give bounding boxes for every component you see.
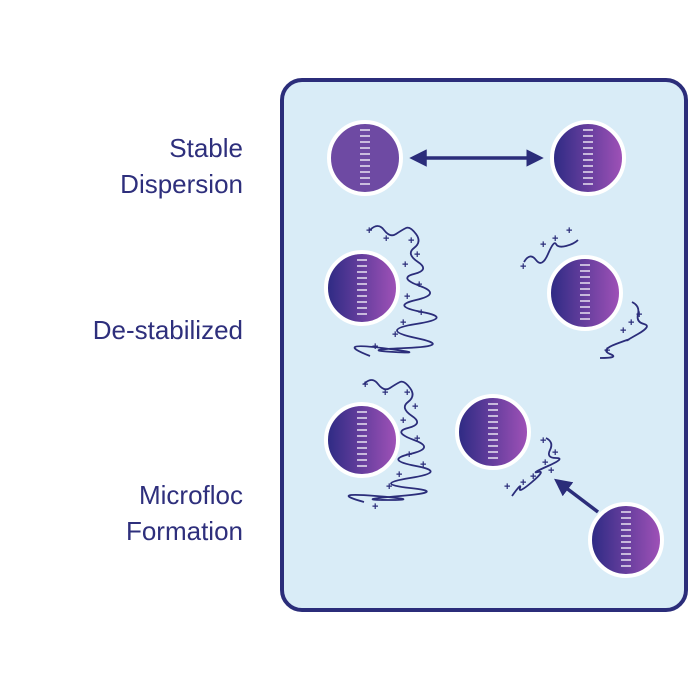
particle-stable-left	[327, 120, 403, 196]
svg-text:+: +	[404, 387, 410, 399]
svg-text:+: +	[418, 307, 424, 319]
svg-text:+: +	[372, 501, 378, 513]
svg-text:+: +	[383, 233, 389, 245]
svg-text:+: +	[400, 317, 406, 329]
svg-text:+: +	[620, 325, 626, 337]
svg-text:+: +	[396, 469, 402, 481]
svg-text:+: +	[386, 481, 392, 493]
svg-text:+: +	[366, 225, 372, 237]
label-microfloc-formation: Microfloc Formation	[126, 477, 243, 549]
label-stable-dispersion: Stable Dispersion	[120, 130, 243, 202]
svg-text:+: +	[408, 235, 414, 247]
svg-text:+: +	[372, 341, 378, 353]
svg-text:+: +	[552, 233, 558, 245]
svg-text:+: +	[404, 291, 410, 303]
svg-text:+: +	[520, 477, 526, 489]
svg-text:+: +	[362, 379, 368, 391]
polymer-chain-destabilized-right-bottom	[599, 301, 648, 359]
svg-text:+: +	[636, 309, 642, 321]
svg-text:+: +	[604, 345, 610, 357]
particle-stable-right	[550, 120, 626, 196]
particle-microfloc-center	[455, 394, 531, 470]
svg-text:+: +	[530, 471, 536, 483]
label-microfloc-line2: Formation	[125, 516, 243, 546]
charge-symbols-destabilized-left: +++ +++ +++ ++	[366, 225, 424, 353]
label-destabilized: De-stabilized	[93, 312, 243, 348]
charge-symbols-microfloc-left: +++ +++ +++ ++	[362, 379, 426, 513]
svg-text:+: +	[400, 415, 406, 427]
polymer-chain-destabilized-right-top	[523, 239, 579, 264]
label-stable-line2: Dispersion	[120, 169, 243, 199]
polymer-chain-microfloc-left	[347, 379, 432, 503]
charge-symbols-microfloc-center: +++ +++ +	[504, 435, 558, 493]
svg-text:+: +	[412, 401, 418, 413]
approach-arrow	[554, 478, 600, 514]
svg-text:+: +	[552, 447, 558, 459]
svg-text:+: +	[520, 261, 526, 273]
label-stable-line1: Stable	[169, 133, 243, 163]
svg-text:+: +	[504, 481, 510, 493]
svg-text:+: +	[392, 329, 398, 341]
polymer-chain-microfloc-center	[511, 437, 561, 497]
label-destabilized-text: De-stabilized	[92, 315, 243, 345]
panel-background	[280, 78, 688, 612]
svg-text:+: +	[414, 249, 420, 261]
svg-text:+: +	[420, 459, 426, 471]
svg-text:+: +	[628, 317, 634, 329]
svg-text:+: +	[416, 279, 422, 291]
svg-text:+: +	[566, 225, 572, 237]
particle-microfloc-approaching	[588, 502, 664, 578]
polymer-chain-destabilized-left	[353, 225, 438, 357]
charge-symbols-destabilized-right: +++ +++ ++	[520, 225, 642, 357]
label-microfloc-line1: Microfloc	[138, 480, 243, 510]
particle-microfloc-left	[324, 402, 400, 478]
svg-text:+: +	[548, 465, 554, 477]
particle-destabilized-left	[324, 250, 400, 326]
svg-text:+: +	[402, 259, 408, 271]
svg-text:+: +	[406, 449, 412, 461]
svg-text:+: +	[414, 433, 420, 445]
svg-text:+: +	[542, 457, 548, 469]
svg-text:+: +	[382, 387, 388, 399]
svg-text:+: +	[540, 435, 546, 447]
svg-text:+: +	[540, 239, 546, 251]
particle-destabilized-right	[547, 255, 623, 331]
